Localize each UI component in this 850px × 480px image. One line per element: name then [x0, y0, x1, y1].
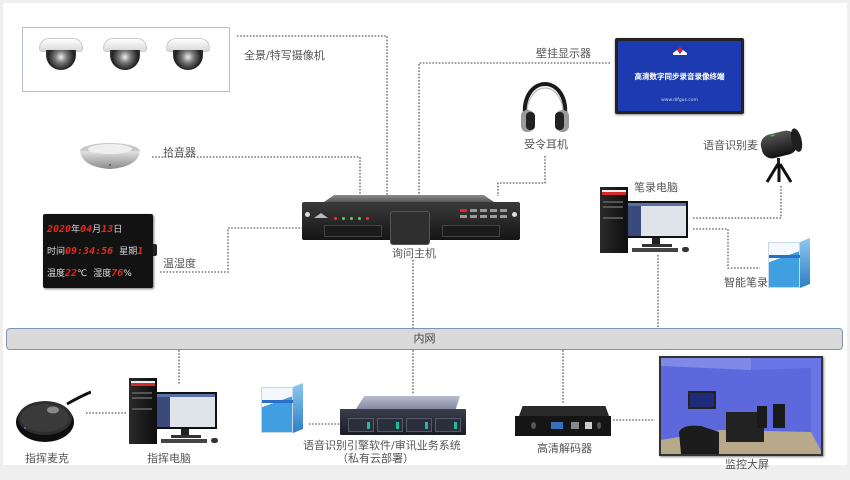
pickup-microphone-icon [80, 143, 140, 169]
dome-camera-icon [103, 38, 147, 74]
clock-year-unit: 年 [71, 225, 81, 235]
rack-host-icon [302, 195, 520, 245]
wall-display-title: 高清数字同步录音录像终端 [634, 72, 725, 81]
clock-time-label: 时间 [47, 247, 66, 257]
note-pc-label: 笔录电脑 [634, 181, 678, 194]
clock-time-row: 时间09:34:56 星期1 [47, 241, 149, 263]
wall-display-label: 壁挂显示器 [536, 47, 591, 60]
clock-humidity-unit: % [123, 269, 132, 279]
network-label: 内网 [413, 332, 436, 345]
clock-year: 2020 [47, 224, 72, 235]
clock-month: 04 [80, 224, 93, 235]
clock-month-unit: 月 [92, 225, 102, 235]
led-clock-icon: 2020年04月13日 时间09:34:56 星期1 温度22℃ 湿度76% [43, 214, 157, 288]
wall-display-url: www.dlfgus.com [661, 98, 698, 103]
clock-time: 09:34:56 [65, 246, 114, 257]
host-display [390, 211, 430, 245]
cameras-frame [22, 27, 230, 92]
conference-microphone-icon [16, 390, 91, 442]
dome-camera-icon [39, 38, 83, 74]
command-mic-label: 指挥麦克 [25, 452, 69, 465]
clock-env-row: 温度22℃ 湿度76% [47, 263, 149, 285]
clock-weekday-label: 星期 [119, 247, 138, 257]
wall-display-screen: 高清数字同步录音录像终端 www.dlfgus.com [618, 41, 741, 111]
clock-humidity: 76 [111, 268, 124, 279]
wall-display-icon: 高清数字同步录音录像终端 www.dlfgus.com [615, 38, 744, 114]
tripod-microphone-icon [760, 128, 803, 183]
clock-temp-unit: ℃ [77, 269, 88, 279]
clock-weekday: 1 [137, 246, 144, 257]
hd-decoder-icon [515, 406, 611, 438]
interrogation-room-illustration [661, 358, 821, 454]
clock-label: 温湿度 [163, 257, 196, 270]
clock-day-unit: 日 [113, 225, 123, 235]
server-sublabel: （私有云部署） [337, 452, 414, 465]
command-pc-label: 指挥电脑 [147, 452, 191, 465]
smart-notes-label: 智能笔录 [724, 276, 768, 289]
clock-humidity-label: 湿度 [93, 269, 112, 279]
pickup-label: 拾音器 [163, 146, 196, 159]
headphones-label: 受令耳机 [524, 138, 568, 151]
decoder-label: 高清解码器 [537, 442, 592, 455]
network-bar: 内网 [6, 328, 843, 350]
engine-software-box-icon [261, 383, 305, 435]
clock-day: 13 [101, 224, 114, 235]
clock-date-row: 2020年04月13日 [47, 219, 149, 241]
host-logo-icon [314, 213, 328, 218]
brand-logo-icon [673, 47, 687, 55]
note-pc-icon [600, 187, 692, 255]
speech-mic-label: 语音识别麦 [703, 139, 758, 152]
cameras-label: 全景/特写摄像机 [244, 49, 325, 62]
clock-temp: 22 [65, 268, 78, 279]
host-label: 询问主机 [392, 247, 436, 260]
command-pc-icon [129, 378, 221, 446]
headphones-icon [521, 81, 569, 132]
rack-server-icon [340, 396, 466, 438]
server-label: 语音识别引擎软件/审讯业务系统 [303, 439, 461, 452]
dome-camera-icon [166, 38, 210, 74]
clock-temp-label: 温度 [47, 269, 66, 279]
monitor-room-photo-icon [659, 356, 823, 456]
big-screen-label: 监控大屏 [725, 458, 769, 471]
smart-notes-box-icon [768, 238, 812, 290]
